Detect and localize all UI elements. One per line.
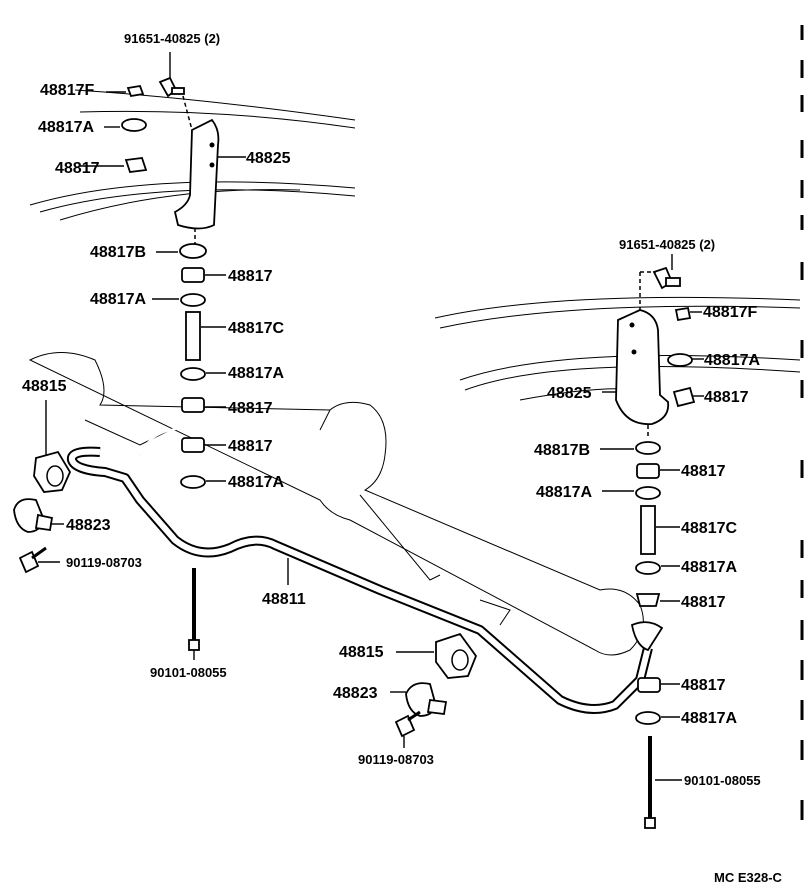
right-bracket-48825: [602, 309, 670, 425]
label-nut-f-right: 48817F: [703, 304, 757, 321]
label-nut-f-left: 48817F: [40, 82, 94, 99]
label-bolt-left: 90119-08703: [66, 555, 142, 570]
label-r-washer-a-3: 48817A: [681, 559, 737, 576]
label-washer-b-right: 48817B: [534, 442, 590, 459]
label-cushion-2: 48817: [228, 268, 273, 285]
label-r-cushion-2: 48817: [681, 463, 726, 480]
label-washer-a-1: 48817A: [38, 119, 94, 136]
left-bolt-91651: [158, 52, 196, 245]
left-bracket-48825: [173, 118, 246, 230]
left-bushing-48815: [33, 400, 72, 493]
label-bolt-top-left: 91651-40825 (2): [124, 31, 220, 46]
left-cushion-48817-3: [181, 397, 226, 413]
label-link-bolt-right: 90101-08055: [684, 773, 761, 788]
label-r-washer-a-1: 48817A: [704, 352, 760, 369]
right-link-bolt-90101: [644, 736, 682, 829]
label-bracket-left: 48825: [246, 150, 291, 167]
left-nut-48817F: [106, 84, 145, 98]
left-washer-48817A-3: [180, 367, 226, 381]
label-cushion-1: 48817: [55, 160, 100, 177]
right-washer-48817A-3: [635, 561, 680, 575]
label-washer-a-3: 48817A: [228, 365, 284, 382]
crossmember-outline: [28, 352, 644, 656]
left-link-bolt-90101: [188, 568, 200, 660]
right-washer-48817A-4: [635, 711, 680, 725]
body-frame-outline: [29, 89, 801, 401]
left-washer-48817A-4: [180, 475, 226, 489]
label-cushion-4: 48817: [228, 438, 273, 455]
right-nut-48817F: [674, 306, 702, 322]
label-washer-a-2: 48817A: [90, 291, 146, 308]
label-washer-b-left: 48817B: [90, 244, 146, 261]
left-bolt-90119: [18, 546, 60, 574]
left-washer-48817A-1: [104, 118, 147, 132]
label-bushing-mid: 48815: [339, 644, 384, 661]
footer-code: MC E328-C: [714, 870, 783, 885]
label-bolt-top-right: 91651-40825 (2): [619, 237, 715, 252]
right-cushion-48817-2: [636, 463, 680, 479]
label-r-cushion-4: 48817: [681, 677, 726, 694]
left-washer-48817B: [156, 243, 207, 259]
label-cushion-3: 48817: [228, 400, 273, 417]
label-clamp-left: 48823: [66, 517, 111, 534]
left-washer-48817A-2: [152, 293, 206, 307]
right-bolt-91651: [639, 254, 681, 438]
right-cushion-48817-3: [635, 593, 680, 607]
label-r-washer-a-4: 48817A: [681, 710, 737, 727]
label-collar-right: 48817C: [681, 520, 737, 537]
left-cushion-48817-1: [80, 157, 148, 173]
mid-bolt-90119: [394, 710, 421, 748]
label-r-cushion-1: 48817: [704, 389, 749, 406]
left-collar-48817C: [185, 311, 226, 361]
label-stabilizer-bar: 48811: [262, 591, 306, 608]
part-labels: 91651-40825 (2) 48817F 48817A 48817 4882…: [22, 31, 783, 885]
label-bolt-mid: 90119-08703: [358, 752, 434, 767]
label-bushing-left: 48815: [22, 378, 67, 395]
label-r-washer-a-2: 48817A: [536, 484, 592, 501]
right-cushion-48817-1: [672, 386, 704, 408]
right-washer-48817A-1: [667, 353, 704, 367]
label-r-cushion-3: 48817: [681, 594, 726, 611]
label-clamp-mid: 48823: [333, 685, 378, 702]
left-cushion-48817-4: [181, 437, 226, 453]
left-clamp-48823: [13, 498, 64, 533]
mid-clamp-48823: [390, 682, 448, 717]
label-bracket-right: 48825: [547, 385, 592, 402]
right-washer-48817B: [600, 441, 661, 455]
label-collar-left: 48817C: [228, 320, 284, 337]
right-washer-48817A-2: [602, 486, 661, 500]
label-washer-a-4: 48817A: [228, 474, 284, 491]
right-cushion-48817-4: [637, 677, 680, 693]
label-link-bolt-left: 90101-08055: [150, 665, 227, 680]
right-collar-48817C: [640, 505, 680, 555]
mid-bushing-48815: [396, 632, 478, 679]
left-cushion-48817-2: [181, 267, 226, 283]
stabilizer-bar: [66, 427, 664, 714]
